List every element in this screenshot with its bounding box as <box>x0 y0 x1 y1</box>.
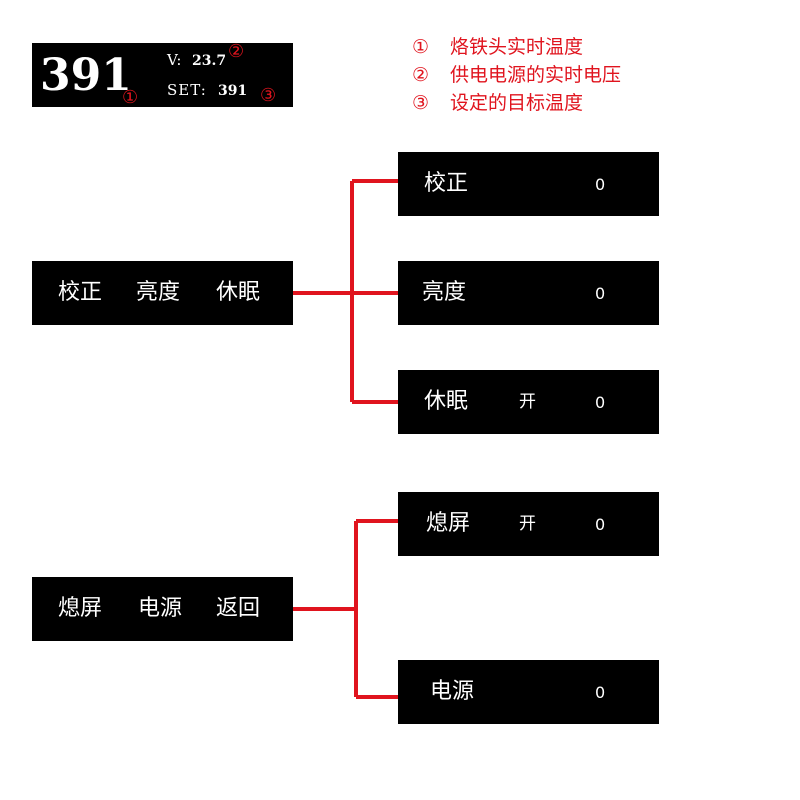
legend-text: 设定的目标温度 <box>450 92 584 114</box>
submenu-value: 0 <box>595 284 606 303</box>
menu1-item-brightness: 亮度 <box>136 280 181 305</box>
temperature-readout: 391 <box>40 50 132 101</box>
menu2-item-screen-off: 熄屏 <box>58 596 103 621</box>
set-label: SET: <box>167 81 207 99</box>
submenu-power: 电源 0 <box>398 660 659 724</box>
legend-text: 供电电源的实时电压 <box>450 64 622 86</box>
submenu-state: 开 <box>519 392 536 412</box>
legend-row-1: ① 烙铁头实时温度 <box>412 38 583 57</box>
main-display: 391 ① V: 23.7 ② SET: 391 ③ <box>32 43 293 107</box>
submenu-value: 0 <box>595 393 606 412</box>
submenu-value: 0 <box>595 683 606 702</box>
menu2-item-back: 返回 <box>216 596 261 621</box>
menu2-item-power: 电源 <box>138 596 183 621</box>
menu1-item-sleep: 休眠 <box>216 280 261 305</box>
legend-row-3: ③ 设定的目标温度 <box>412 94 583 113</box>
voltage-value: 23.7 <box>192 53 227 69</box>
marker-1: ① <box>122 87 139 108</box>
legend-row-2: ② 供电电源的实时电压 <box>412 66 621 85</box>
submenu-label: 熄屏 <box>426 511 471 536</box>
marker-2: ② <box>228 41 245 62</box>
submenu-label: 亮度 <box>422 280 467 305</box>
marker-3: ③ <box>260 85 277 106</box>
submenu-screen-off: 熄屏 开 0 <box>398 492 659 556</box>
legend-marker: ③ <box>412 92 430 114</box>
submenu-value: 0 <box>595 515 606 534</box>
legend-marker: ② <box>412 64 430 86</box>
submenu-value: 0 <box>595 175 606 194</box>
submenu-state: 开 <box>519 514 536 534</box>
submenu-brightness: 亮度 0 <box>398 261 659 325</box>
submenu-label: 电源 <box>430 679 475 704</box>
voltage-label: V: <box>167 51 182 69</box>
menu1-screen: 校正 亮度 休眠 <box>32 261 293 325</box>
menu1-item-calibrate: 校正 <box>58 280 103 305</box>
menu2-screen: 熄屏 电源 返回 <box>32 577 293 641</box>
legend-marker: ① <box>412 36 430 58</box>
legend-text: 烙铁头实时温度 <box>450 36 584 58</box>
submenu-calibrate: 校正 0 <box>398 152 659 216</box>
submenu-label: 校正 <box>424 171 469 196</box>
submenu-sleep: 休眠 开 0 <box>398 370 659 434</box>
submenu-label: 休眠 <box>424 389 469 414</box>
set-value: 391 <box>218 83 248 99</box>
